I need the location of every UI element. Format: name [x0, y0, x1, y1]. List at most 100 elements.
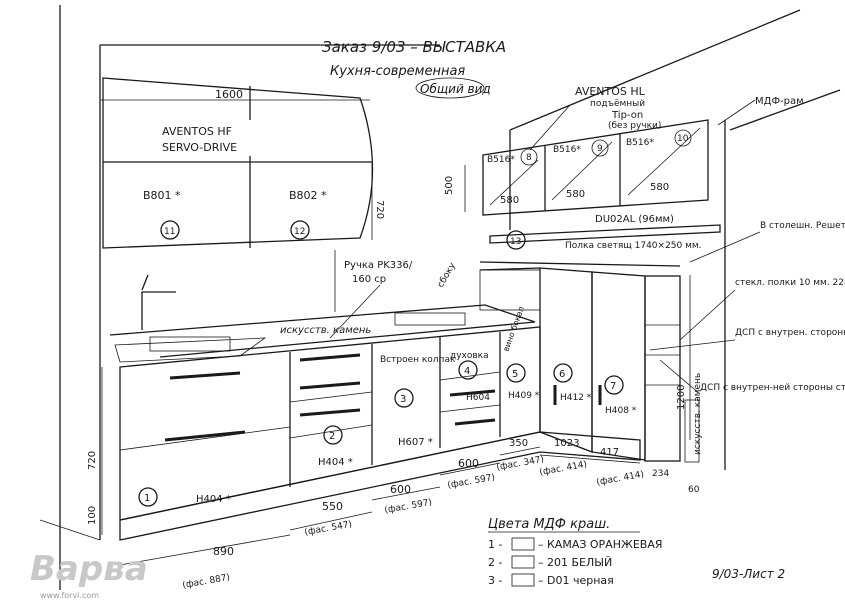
facade-547: (фас. 547)	[304, 520, 353, 538]
glass-width-3: 580	[650, 182, 669, 193]
hood-label: Встроен колпак	[380, 355, 456, 365]
facade-414-a: (фас. 414)	[539, 460, 588, 478]
shelf-label: Полка светящ 1740×250 мм.	[565, 241, 702, 251]
tall-height-dim: 1200	[676, 385, 687, 410]
legend-title: Цвета МДФ краш.	[488, 517, 610, 532]
base-number-7: 7	[610, 381, 616, 392]
upper-code-1: B801 *	[143, 189, 181, 202]
sink	[114, 337, 267, 363]
watermark-url: www.forvi.com	[40, 591, 99, 600]
plinth-dim: 100	[87, 506, 98, 525]
glass-code-3: B516*	[626, 138, 654, 148]
glass-cabinets: AVENTOS HL подъёмный Tip-on (без ручки) …	[444, 85, 804, 251]
upper-cabinets: 1600 AVENTOS HF SERVO-DRIVE B801 * B802 …	[100, 77, 385, 249]
legend-num-3: 3 -	[488, 574, 502, 587]
upper-height-dim: 720	[374, 200, 385, 219]
dim-890: 890	[213, 545, 234, 558]
glass-mechanism-note: подъёмный	[590, 99, 645, 109]
glass-shelves-note: стекл. полки 10 мм. 228×255-3шт.	[735, 278, 845, 288]
tip-on-label: Tip-on	[611, 110, 643, 121]
view-title: Общий вид	[420, 82, 491, 96]
base-code-7: H408 *	[605, 406, 637, 416]
base-numbers: 1 2 3 4 5 6 7	[138, 360, 624, 507]
bottom-dimensions: 890 550 600 600 350 1023 417 234 60 (фас…	[119, 438, 700, 591]
facade-887: (фас. 887)	[182, 573, 231, 591]
legend-swatch-3	[511, 573, 535, 587]
vents-note-1: В столешн. Решетка вентиляц.	[760, 221, 845, 231]
dim-234: 234	[652, 469, 669, 479]
base-code-4: H604	[466, 393, 490, 403]
glass-mechanism: AVENTOS HL	[575, 85, 646, 98]
glass-width-2: 580	[566, 189, 585, 200]
glass-number-9: 9	[597, 144, 603, 154]
facade-414-b: (фас. 414)	[596, 470, 645, 488]
stone-side-label: искусств. камень	[693, 373, 703, 455]
dim-60: 60	[688, 485, 700, 495]
dsp-note-2: ДСП с внутрен-ней стороны столешн из иск…	[700, 383, 845, 393]
faucet	[141, 274, 176, 330]
dim-1023: 1023	[554, 438, 579, 449]
base-cabinets: Встроен колпак духовка вино бокал 1 2 3 …	[87, 261, 700, 541]
light-profile: DU02AL (96мм)	[595, 214, 674, 225]
dim-350: 350	[509, 438, 528, 449]
dim-600-a: 600	[390, 483, 411, 496]
base-code-6: H412 *	[560, 393, 592, 403]
oven-label: духовка	[450, 351, 489, 361]
order-title: Заказ 9/03 – ВЫСТАВКА	[322, 38, 506, 56]
base-code-5: H409 *	[508, 391, 540, 401]
dsp-note-1: ДСП с внутрен. стороны (черное)	[735, 328, 845, 338]
worktop-area: искусств. камень Ручка PK336/ 160 ср сбо…	[109, 250, 536, 363]
legend-text-1: – КАМАЗ ОРАНЖЕВАЯ	[538, 538, 663, 551]
glass-width-1: 580	[500, 195, 519, 206]
facade-597-b: (фас. 597)	[447, 473, 496, 491]
tall-cabinet-7	[591, 271, 646, 461]
facade-347: (фас. 347)	[496, 455, 545, 473]
legend-text-3: – D01 черная	[538, 574, 614, 587]
base-number-2: 2	[329, 431, 335, 442]
legend-num-2: 2 -	[488, 556, 502, 569]
base-code-1: H404 *	[196, 494, 231, 505]
facade-597-a: (фас. 597)	[384, 498, 433, 516]
base-number-1: 1	[144, 493, 150, 504]
mdf-frame-label: МДФ-рам	[755, 96, 804, 107]
sheet-label: 9/03-Лист 2	[712, 567, 785, 581]
upper-width-dim: 1600	[215, 88, 243, 101]
handle-size: 160 ср	[352, 274, 386, 285]
upper-cabinet-panel	[102, 77, 374, 249]
base-number-3: 3	[400, 394, 406, 405]
upper-number-12: 12	[294, 227, 305, 237]
glass-code-1: B516*	[487, 155, 515, 165]
shelf-number: 13	[510, 237, 521, 247]
base-height-dim: 720	[87, 451, 98, 470]
color-legend: Цвета МДФ краш. 1 - – КАМАЗ ОРАНЖЕВАЯ 2 …	[488, 517, 663, 587]
dim-550: 550	[322, 500, 343, 513]
worktop	[109, 304, 536, 358]
vents-note-text: В столешн. Решетка вентиляц.	[760, 221, 845, 231]
base-number-5: 5	[512, 369, 518, 380]
tall-cabinet-6	[539, 267, 593, 453]
upper-mechanism: AVENTOS HF	[162, 125, 232, 138]
dim-600-b: 600	[458, 457, 479, 470]
handle-label: Ручка PK336/	[344, 260, 413, 271]
legend-swatch-2	[511, 555, 535, 569]
dim-417: 417	[600, 447, 619, 458]
tip-on-note: (без ручки)	[608, 121, 661, 131]
base-number-4: 4	[464, 366, 470, 377]
base-code-2: H404 *	[318, 457, 353, 468]
legend-swatch-1	[511, 537, 535, 551]
side-notes: В столешн. Решетка вентиляц. стекл. полк…	[649, 221, 845, 455]
kitchen-type: Кухня-современная	[330, 64, 465, 79]
legend-text-2: – 201 БЕЛЫЙ	[538, 556, 612, 569]
base-number-6: 6	[559, 369, 565, 380]
stone-label: искусств. камень	[280, 325, 371, 336]
glass-number-8: 8	[526, 153, 532, 163]
footer: 9/03-Лист 2 Варва www.forvi.com	[30, 549, 785, 600]
base-code-3: H607 *	[398, 437, 433, 448]
room-walls	[39, 5, 841, 590]
glass-code-2: B516*	[553, 145, 581, 155]
glass-number-10: 10	[677, 134, 689, 144]
glass-cabinet-frame	[482, 119, 709, 216]
upper-mechanism-2: SERVO-DRIVE	[162, 141, 237, 154]
header: Заказ 9/03 – ВЫСТАВКА Кухня-современная …	[322, 38, 506, 99]
